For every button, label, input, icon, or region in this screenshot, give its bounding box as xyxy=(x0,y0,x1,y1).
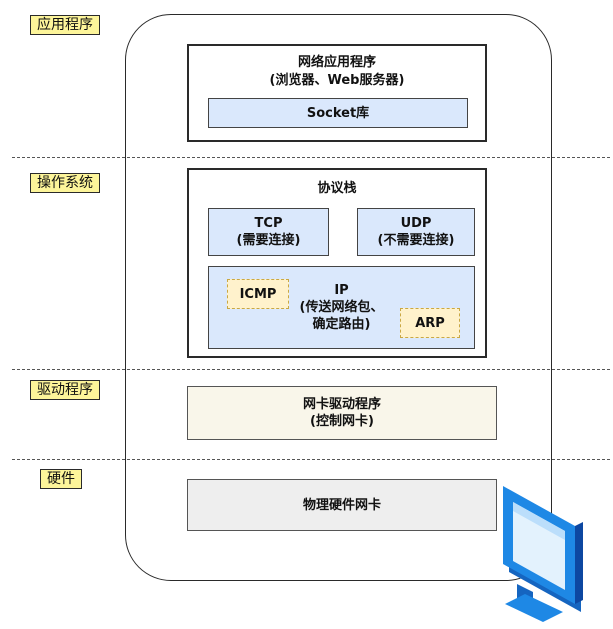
layer-divider-app-os xyxy=(12,157,610,158)
udp-box: UDP (不需要连接) xyxy=(357,208,475,256)
nic-driver-title: 网卡驱动程序 xyxy=(302,397,381,412)
tcp-box: TCP (需要连接) xyxy=(208,208,329,256)
layer-divider-driver-hardware xyxy=(12,459,610,460)
computer-monitor-icon xyxy=(503,486,583,622)
nic-driver-box: 网卡驱动程序 (控制网卡) xyxy=(187,386,497,440)
tcp-note: (需要连接) xyxy=(236,233,301,248)
arp-label: ARP xyxy=(415,315,445,331)
ip-note-line1: (传送网络包、 xyxy=(299,300,384,315)
layer-label-driver: 驱动程序 xyxy=(30,380,100,400)
ip-note-line2: 确定路由) xyxy=(312,317,371,332)
layer-divider-os-driver xyxy=(12,369,610,370)
icmp-label: ICMP xyxy=(239,286,277,302)
network-application-box: 网络应用程序 (浏览器、Web服务器) Socket库 xyxy=(187,44,487,142)
protocol-stack-box: 协议栈 TCP (需要连接) UDP (不需要连接) IP (传送网络包、 确定… xyxy=(187,168,487,358)
socket-library-box: Socket库 xyxy=(208,98,468,128)
udp-note: (不需要连接) xyxy=(377,233,455,248)
nic-driver-subtitle: (控制网卡) xyxy=(310,414,374,429)
tcp-label: TCP xyxy=(254,216,283,231)
computer-frame xyxy=(125,14,552,581)
network-application-subtitle: (浏览器、Web服务器) xyxy=(269,73,405,88)
icmp-box: ICMP xyxy=(227,279,289,309)
physical-nic-label: 物理硬件网卡 xyxy=(302,497,381,513)
protocol-stack-title: 协议栈 xyxy=(317,181,357,196)
ip-box: IP (传送网络包、 确定路由) ICMP ARP xyxy=(208,266,475,349)
network-application-title: 网络应用程序 xyxy=(297,55,376,70)
ip-label: IP xyxy=(334,283,349,298)
socket-library-label: Socket库 xyxy=(306,105,370,121)
layer-label-application: 应用程序 xyxy=(30,15,100,35)
udp-label: UDP xyxy=(400,216,432,231)
layer-label-hardware: 硬件 xyxy=(40,469,82,489)
layer-label-os: 操作系统 xyxy=(30,173,100,193)
physical-nic-box: 物理硬件网卡 xyxy=(187,479,497,531)
arp-box: ARP xyxy=(400,308,460,338)
